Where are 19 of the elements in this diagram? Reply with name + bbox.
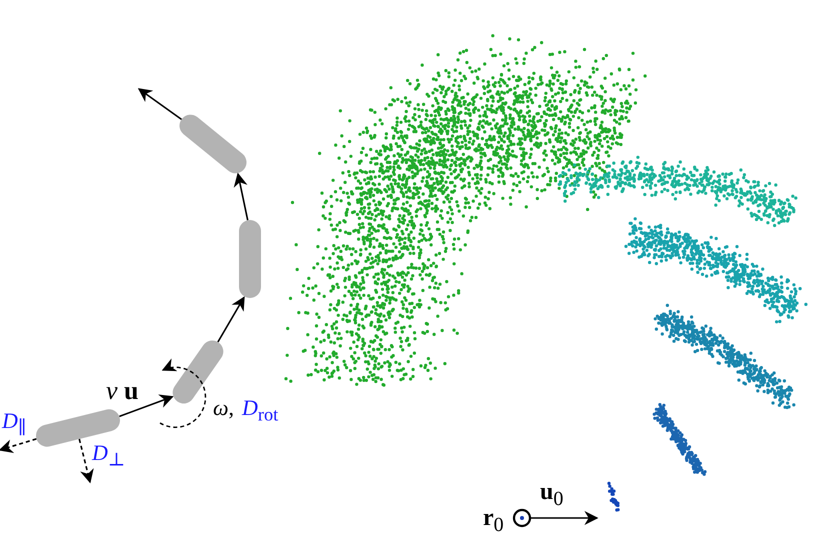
- diffusion-label: D$_{∥}$: [2, 410, 26, 437]
- orientation-label: u$_{0}$: [540, 480, 564, 509]
- out-of-plane-symbol: [512, 508, 532, 528]
- rod-particle: [239, 220, 261, 298]
- position-label: r$_{0}$: [483, 506, 504, 535]
- arrow: [138, 88, 182, 120]
- rotation-rate-label: ω,: [213, 397, 234, 419]
- orientation-arrow: [531, 511, 598, 525]
- rod-particle: [36, 409, 120, 447]
- arrow: [217, 296, 245, 342]
- diffusion-arrow: [0, 438, 37, 454]
- rotational-diffusion-label: D$_{rot}$: [242, 397, 278, 424]
- diffusion-label: D$_{⊥}$: [92, 442, 126, 469]
- velocity-label: v u: [106, 378, 139, 404]
- velocity-arrow: [119, 394, 174, 418]
- rod-particle: [172, 340, 224, 404]
- diffusion-arrow: [78, 438, 94, 484]
- rod-particle: [180, 114, 246, 174]
- arrow: [234, 172, 248, 220]
